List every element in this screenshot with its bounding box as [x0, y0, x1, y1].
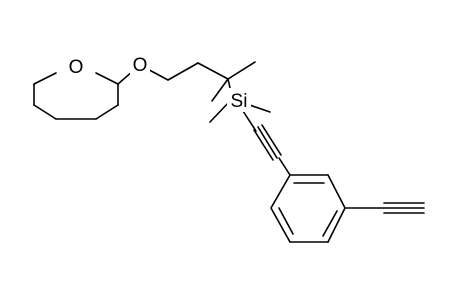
bond-si-alkyne-c: [242, 110, 257, 132]
ether-oxygen-label: O: [133, 55, 148, 76]
bond-c1-ring-o: [33, 72, 57, 85]
benzene-ring: [270, 174, 346, 243]
bond-ch2-ch2: [167, 62, 199, 81]
ring-oxygen-label: O: [69, 57, 84, 78]
bond-ar-c5-c6: [270, 207, 291, 243]
bond-cquat-methyl-2: [211, 78, 229, 102]
silicon-label: Si: [231, 91, 248, 112]
bond-c5-c6: [33, 104, 57, 120]
ring-oxygen-atom: O: [66, 55, 86, 78]
bond-ar-c3-c4: [327, 207, 346, 243]
alkyne-line-2: [257, 126, 278, 159]
bond-c3-c4: [95, 104, 119, 120]
bond-ar-inner-3: [278, 207, 294, 235]
bond-ar-c6-c1: [270, 174, 291, 209]
bond-si-methyl-left: [209, 100, 231, 123]
silicon-atom: Si: [227, 88, 251, 112]
internal-alkyne: [253, 124, 291, 176]
alkyne-line-3: [261, 124, 282, 156]
bond-ar-c2-c3: [327, 174, 346, 209]
tetrahydropyran-ring: [33, 72, 119, 120]
ether-oxygen-atom: O: [130, 53, 150, 76]
bond-ring-o-c2: [95, 72, 119, 85]
bond-cquat-methyl-1: [227, 61, 256, 80]
bond-ar-inner-2: [322, 210, 338, 237]
terminal-ethynyl: [344, 202, 425, 214]
bond-alkyne-ring: [278, 157, 291, 176]
alkyne-line-1: [253, 129, 274, 161]
bond-ch2-cquat: [197, 62, 229, 80]
